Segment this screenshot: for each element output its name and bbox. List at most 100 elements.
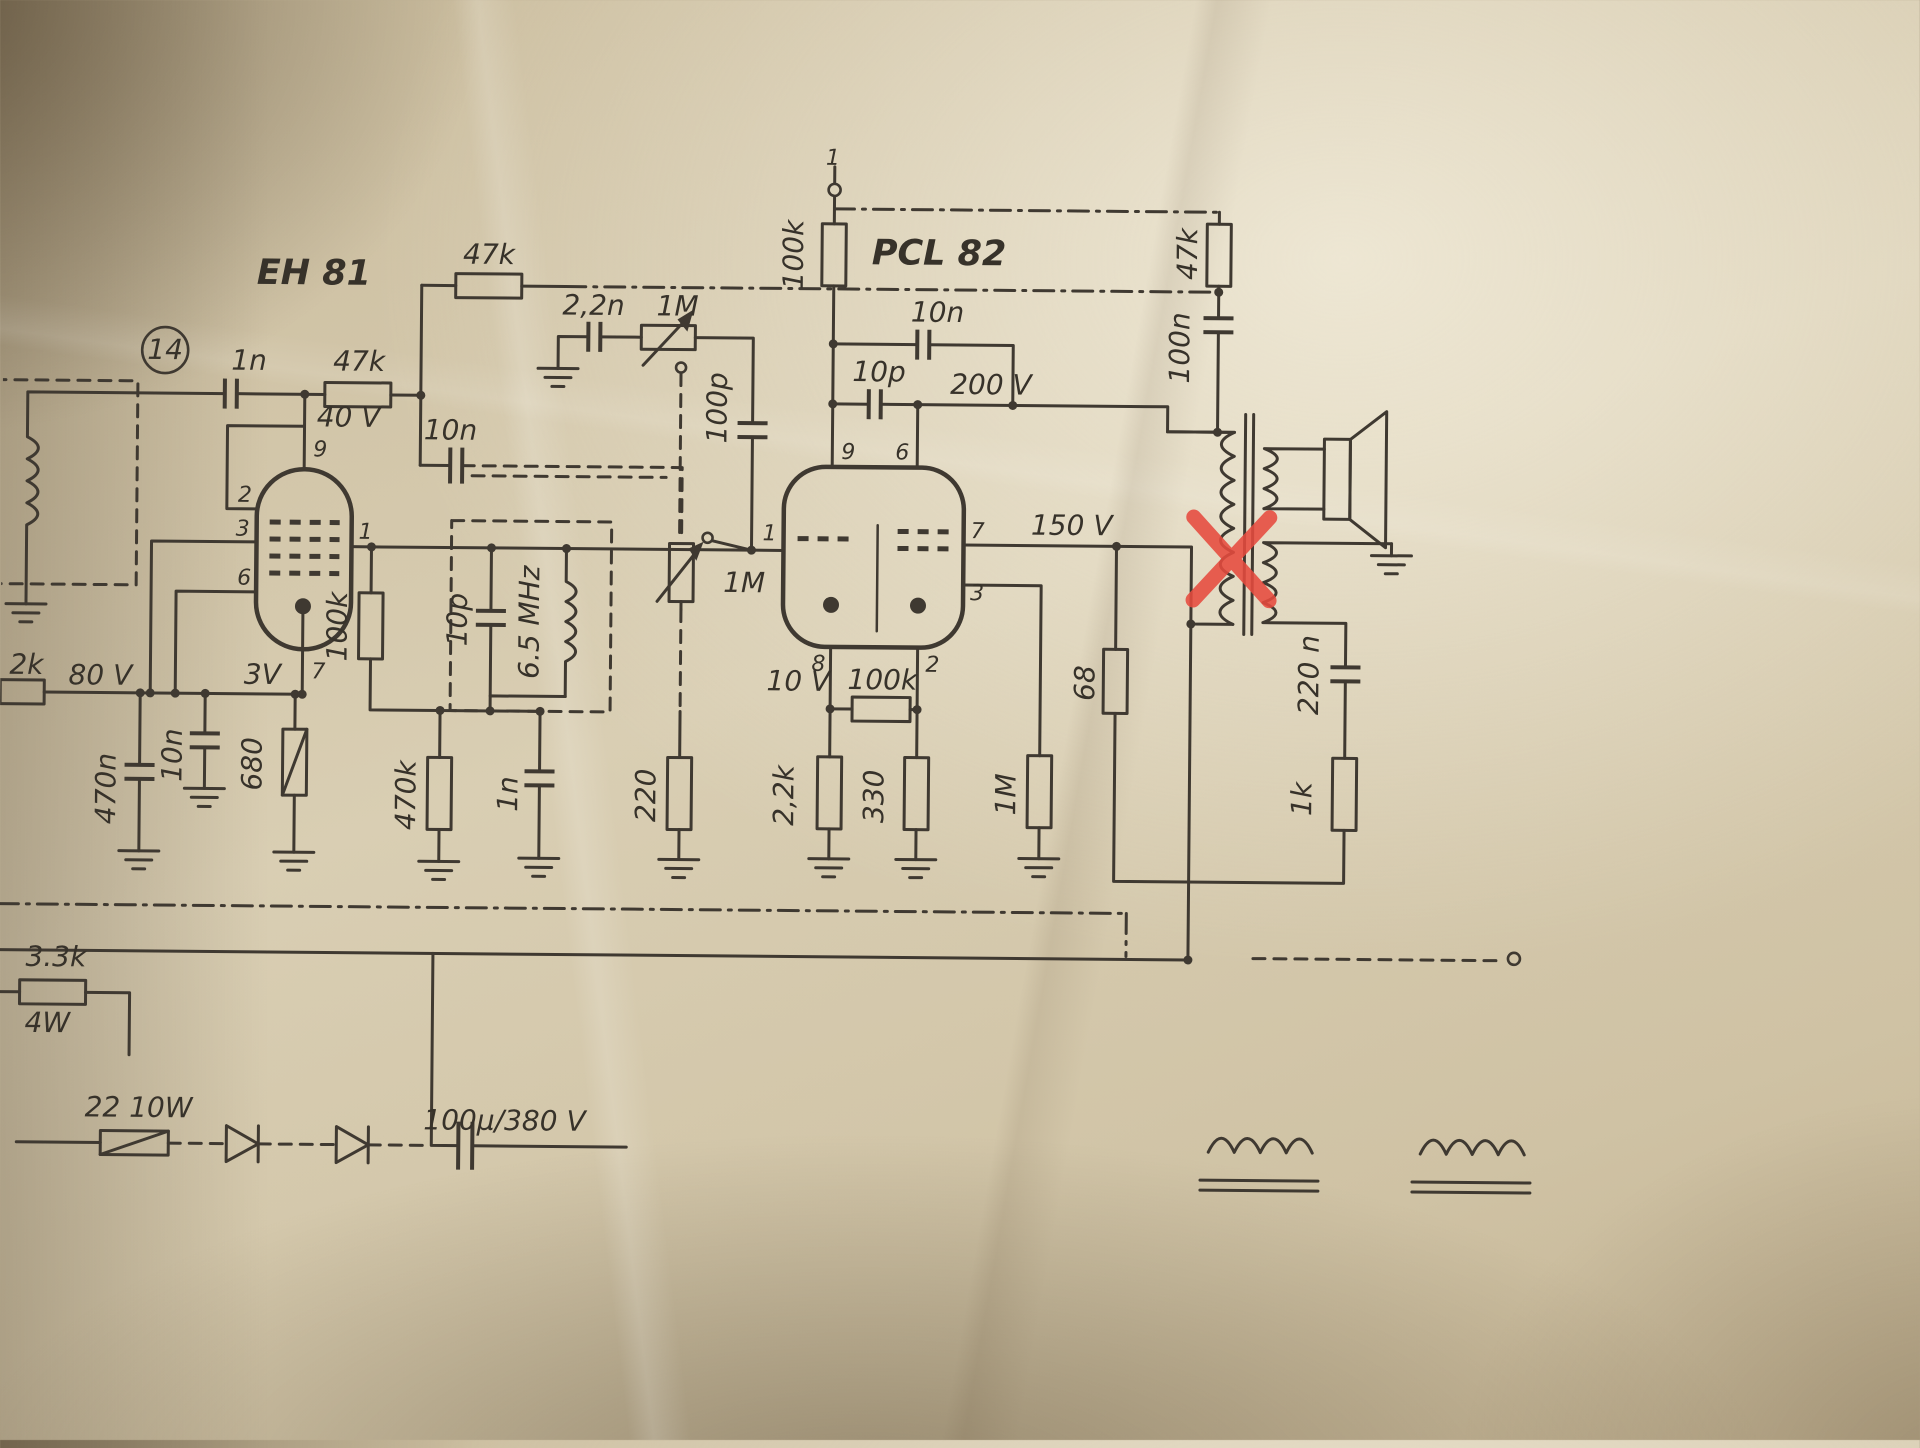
pin-label-pcl82-9: 9 bbox=[841, 440, 855, 465]
label-r47k-right: 47k bbox=[1171, 226, 1204, 280]
ground-icon bbox=[117, 849, 161, 871]
ground-icon bbox=[4, 602, 48, 624]
if-box-left bbox=[0, 377, 140, 587]
label-v200: 200 V bbox=[950, 368, 1034, 402]
label-c10p-filter: 10p bbox=[441, 593, 474, 647]
label-c470n: 470n bbox=[89, 753, 123, 824]
diode-1 bbox=[224, 1124, 260, 1164]
label-r330: 330 bbox=[857, 769, 890, 823]
pin-label-pcl82-3: 3 bbox=[970, 581, 984, 606]
pin-label-eh81-6: 6 bbox=[237, 566, 251, 591]
label-r47k-in: 47k bbox=[333, 345, 387, 378]
label-c100n-right: 100n bbox=[1163, 312, 1197, 383]
if-coil-left bbox=[24, 390, 227, 606]
badge-circle-14 bbox=[140, 325, 190, 375]
pin-label-eh81-9: 9 bbox=[313, 437, 327, 462]
ground-icon bbox=[536, 366, 580, 389]
label-terminal-1: 1 bbox=[826, 146, 840, 171]
resistor-47k-top bbox=[454, 272, 524, 300]
label-c220n: 220 n bbox=[1292, 635, 1326, 715]
label-pot1m-top: 1M bbox=[656, 289, 698, 322]
pin-numbers: 9 2 3 6 1 7 9 6 1 7 3 8 2 bbox=[236, 437, 985, 684]
pcl82-tube bbox=[780, 464, 967, 650]
resistor-100k-plate bbox=[820, 222, 848, 288]
label-r100k-plate: 100k bbox=[777, 218, 811, 290]
supply-terminal-1 bbox=[827, 182, 842, 198]
label-r470k: 470k bbox=[389, 758, 423, 830]
coil-bottom-right bbox=[1410, 1138, 1532, 1195]
junction-dots bbox=[135, 287, 1224, 965]
label-c100u: 100µ/380 V bbox=[423, 1103, 587, 1137]
ground-icon bbox=[894, 857, 938, 880]
pin-label-eh81-2: 2 bbox=[238, 483, 252, 508]
resistor-1k bbox=[1330, 756, 1359, 832]
label-c10n-pcl: 10n bbox=[911, 296, 965, 329]
pin-label-eh81-7: 7 bbox=[311, 659, 325, 684]
label-r2k: 2k bbox=[9, 648, 45, 681]
resistor-22-10w bbox=[98, 1129, 170, 1157]
labels: EH 81 PCL 82 14 47k 2,2n 1M 100k 47k 100… bbox=[9, 146, 1326, 1138]
label-c1n-filter: 1n bbox=[491, 776, 524, 812]
ground-icon bbox=[517, 856, 561, 879]
speaker-icon bbox=[1322, 410, 1389, 550]
ground-icon bbox=[272, 850, 316, 872]
label-v3: 3V bbox=[244, 658, 283, 691]
ground-icon bbox=[657, 857, 701, 880]
ground-icon bbox=[1369, 554, 1413, 576]
resistor-47k-right bbox=[1205, 222, 1233, 288]
coil-65mhz bbox=[563, 547, 578, 699]
label-c10p-pcl: 10p bbox=[852, 355, 906, 388]
resistor-2k2 bbox=[815, 755, 844, 831]
resistor-220 bbox=[665, 755, 694, 832]
label-r2k2: 2,2k bbox=[767, 763, 801, 826]
pin-label-pcl82-2: 2 bbox=[925, 653, 939, 678]
label-c2n2: 2,2n bbox=[562, 289, 625, 323]
pin-label-eh81-1: 1 bbox=[359, 520, 373, 545]
label-r100k-bias: 100k bbox=[847, 663, 919, 697]
label-v10: 10 V bbox=[766, 664, 832, 698]
label-r3k3: 3.3k bbox=[25, 940, 88, 974]
label-r100k-grid: 100k bbox=[320, 590, 354, 662]
resistor-1m-grid bbox=[1025, 754, 1054, 830]
label-r680: 680 bbox=[235, 737, 268, 791]
label-r68: 68 bbox=[1068, 665, 1101, 701]
resistor-330 bbox=[902, 756, 931, 832]
resistor-100k-grid bbox=[357, 591, 385, 661]
pin-label-pcl82-7: 7 bbox=[971, 519, 985, 544]
ground-icon bbox=[1017, 857, 1061, 879]
label-badge-14: 14 bbox=[147, 333, 183, 366]
resistor-2k-left bbox=[0, 678, 46, 706]
red-x-annotation bbox=[1185, 509, 1278, 609]
label-coil-65mhz: 6.5 MHz bbox=[512, 564, 546, 679]
label-v40: 40 V bbox=[317, 400, 383, 434]
wiring bbox=[0, 165, 1532, 1195]
diode-2 bbox=[334, 1125, 370, 1165]
label-v150: 150 V bbox=[1031, 509, 1115, 543]
label-c100p: 100p bbox=[700, 372, 734, 444]
label-c10n-mid: 10n bbox=[424, 413, 478, 446]
resistor-470k bbox=[425, 755, 454, 832]
label-r22-10w: 22 10W bbox=[85, 1090, 194, 1124]
pin-label-pcl82-1: 1 bbox=[763, 521, 777, 546]
label-c10n-left: 10n bbox=[155, 728, 188, 782]
ground-icon bbox=[182, 786, 226, 809]
label-tube-pcl82: PCL 82 bbox=[872, 233, 1007, 274]
label-r1m-grid: 1M bbox=[989, 773, 1022, 815]
output-transformer bbox=[1166, 412, 1394, 669]
label-r47k-top: 47k bbox=[463, 238, 517, 271]
ground-icon bbox=[807, 857, 851, 879]
pin-label-pcl82-8: 8 bbox=[811, 652, 825, 677]
label-tube-eh81: EH 81 bbox=[257, 253, 371, 294]
label-v80: 80 V bbox=[68, 658, 134, 692]
resistor-100k-bias bbox=[850, 695, 912, 724]
resistor-3k3 bbox=[17, 978, 88, 1006]
filter-box-65mhz bbox=[448, 519, 614, 714]
label-pot1m-mid: 1M bbox=[723, 566, 765, 599]
label-r220: 220 bbox=[629, 768, 662, 822]
label-c1n-in: 1n bbox=[231, 344, 267, 377]
pin-label-pcl82-6: 6 bbox=[895, 440, 909, 465]
label-r1k: 1k bbox=[1285, 780, 1318, 816]
resistor-68 bbox=[1101, 647, 1130, 715]
output-terminal bbox=[1506, 951, 1522, 967]
